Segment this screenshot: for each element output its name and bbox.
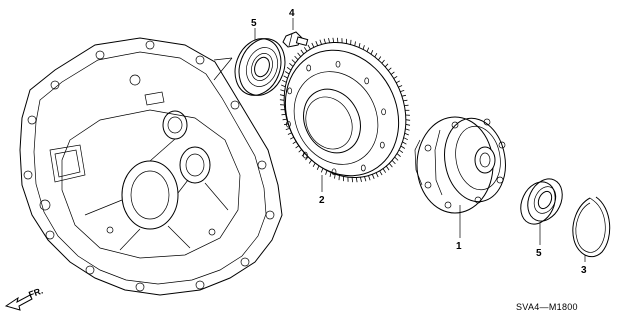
ring-gear[interactable] bbox=[261, 21, 429, 199]
callout-snap-ring: 3 bbox=[581, 265, 587, 276]
callout-bearing-right: 5 bbox=[536, 248, 542, 259]
part-code: SVA4—M1800 bbox=[516, 302, 578, 312]
snap-ring[interactable] bbox=[572, 196, 611, 258]
bearing-top[interactable] bbox=[227, 32, 292, 102]
bolt[interactable] bbox=[282, 31, 309, 48]
leader-lines bbox=[254, 18, 586, 262]
front-direction-arrow: FR. bbox=[4, 286, 44, 311]
bearing-right[interactable] bbox=[514, 173, 569, 229]
callout-differential: 1 bbox=[456, 241, 462, 252]
transmission-case[interactable] bbox=[19, 37, 283, 296]
differential-assembly[interactable] bbox=[414, 113, 512, 214]
callout-ring-gear: 2 bbox=[319, 195, 325, 206]
callout-bearing-top: 5 bbox=[251, 18, 257, 29]
direction-label: FR. bbox=[27, 286, 44, 300]
callout-bolt: 4 bbox=[289, 8, 295, 19]
